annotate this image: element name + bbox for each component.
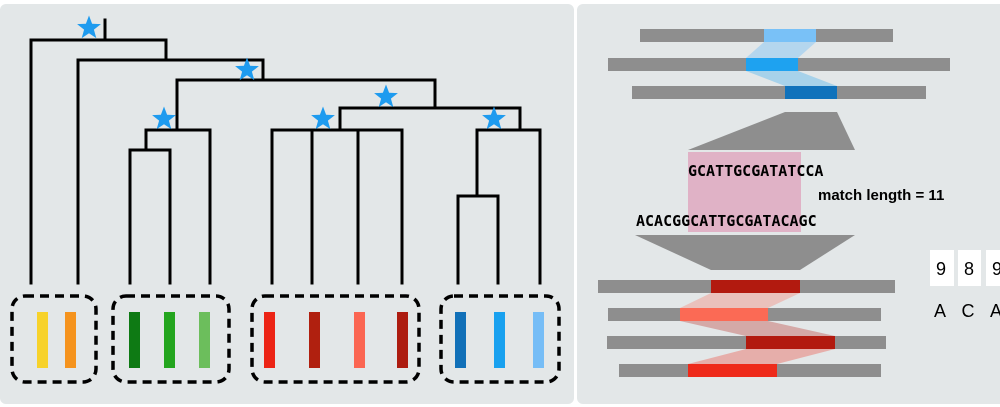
read-bar [632,86,926,99]
bottom-sequence-match: GCATTGCGATA [681,212,780,230]
leaf-bar [37,312,48,368]
read-overlap-connector [746,71,837,86]
count-value: 8 [964,259,974,279]
clade-box-yellow [10,294,98,384]
clade-box-green [111,294,231,384]
leaf-bar [164,312,175,368]
count-box [958,250,981,286]
count-box [930,250,954,286]
star-icon [152,106,176,130]
leaf-bar [533,312,544,368]
matched-segment [711,280,800,293]
leaf-bar [494,312,505,368]
top-sequence: GCATTGCGATATCCA [688,162,823,180]
match-count-table: 9 8 9 A C A [930,250,1000,321]
matched-segment [746,58,798,71]
matched-segment [688,364,777,377]
read-overlap-connector [680,293,800,308]
leaf-bar [397,312,408,368]
bottom-read-stack [598,280,895,377]
read-overlap-connector [688,349,835,364]
leaf-color-bars [37,312,544,368]
clade-box-blue [439,294,561,384]
star-icon [374,84,398,108]
top-read-stack [608,29,950,99]
matched-segment [764,29,816,42]
star-icon [235,57,259,81]
leaf-bar [354,312,365,368]
read-overlap-connector [680,321,835,336]
leaf-bar [65,312,76,368]
count-box [986,250,1000,286]
base-letter: A [990,301,1000,321]
count-value: 9 [992,259,1000,279]
top-sequence-match: GCATTGCGATA [688,162,787,180]
match-length-label: match length = 11 [818,187,944,204]
match-highlight [688,152,801,232]
star-markers [77,15,506,130]
count-value: 9 [936,259,946,279]
tree-panel [0,4,574,404]
leaf-bar [199,312,210,368]
star-icon [482,106,506,130]
top-sequence-rest: TCCA [787,162,823,180]
leaf-bar [309,312,320,368]
read-overlap-connector [746,42,816,58]
star-icon [77,15,101,39]
bottom-sequence-prefix: ACACG [636,212,681,230]
leaf-bar [264,312,275,368]
clade-groups [10,294,561,384]
base-letter: A [934,301,946,321]
zoom-in-trapezoid [688,112,855,150]
bottom-sequence: ACACGGCATTGCGATACAGC [636,212,817,230]
matched-segment [785,86,837,99]
leaf-bar [129,312,140,368]
phylogenetic-tree [29,18,542,285]
leaf-bar [455,312,466,368]
star-icon [311,106,335,130]
bottom-sequence-rest: CAGC [781,212,817,230]
zoom-out-trapezoid [635,235,855,270]
matched-segment [746,336,835,349]
matched-segment [680,308,768,321]
base-letter: C [962,301,975,321]
